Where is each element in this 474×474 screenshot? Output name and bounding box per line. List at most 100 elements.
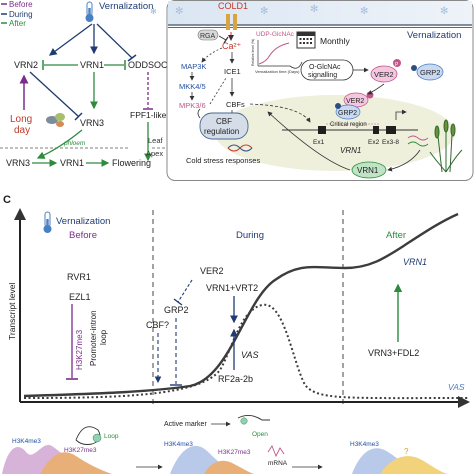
label-cbf-reg-2: regulation	[204, 127, 239, 136]
membrane-band	[168, 1, 472, 25]
svg-text:P: P	[395, 62, 399, 68]
arrow-phloem	[36, 129, 83, 159]
snowflake-icon: ✻	[175, 6, 183, 17]
ver2-protein	[370, 65, 398, 83]
label-cbf-reg-1: CBF	[216, 117, 232, 126]
label-ver2-top: VER2	[374, 70, 394, 79]
nucleus	[215, 95, 455, 171]
node-vrn3: VRN3	[80, 118, 104, 128]
exon-1	[318, 126, 326, 134]
label-vrn1-curve: VRN1	[403, 257, 427, 267]
label-open: Open	[252, 431, 268, 438]
label-ver2-nuc: VER2	[346, 98, 364, 105]
label-o-glcnac-2: signalling	[308, 72, 337, 79]
inhibit-hub-oddsoc2	[96, 23, 133, 59]
thermometer-icon	[43, 211, 52, 233]
label-map3k: MAP3K	[181, 62, 206, 71]
mini-chart-ylabel: Relative level (%)	[251, 39, 255, 66]
calendar-icon	[296, 31, 316, 49]
label-critical-region: Critical region	[330, 122, 367, 128]
rga-protein	[197, 29, 219, 41]
mini-chart-xlabel: Vernalization time (Days)	[255, 69, 300, 74]
label-h3k27me3-before: H3K27me3	[75, 329, 84, 370]
chromatin-strip: H3K4me3 H3K27me3 Loop Active marker Open…	[2, 415, 448, 474]
node-vrn3-apex: VRN3	[6, 158, 30, 168]
panel-b-vernalization: Vernalization	[407, 30, 461, 41]
label-during: During	[236, 230, 264, 241]
label-apex: Apex	[146, 149, 163, 158]
cbf-regulation-box	[199, 112, 249, 140]
label-vrn1-gene: VRN1	[340, 146, 361, 155]
chromatin-during-orange	[204, 460, 254, 474]
exon-2	[373, 126, 379, 134]
label-grp2-nuc: GRP2	[338, 110, 357, 117]
legend-after: After	[9, 19, 26, 28]
legend-during: During	[9, 10, 33, 19]
label-ex1: Ex1	[313, 139, 325, 146]
label-mrna: mRNA	[268, 460, 288, 467]
label-h3k4me3-right: H3K4me3	[350, 441, 379, 448]
label-vrn1-vrt2: VRN1+VRT2	[206, 283, 258, 293]
panel-c-letter: C	[3, 194, 11, 206]
label-ice1: ICE1	[224, 67, 241, 76]
node-vrn1-apex: VRN1	[60, 158, 84, 168]
legend-before: Before	[9, 0, 33, 9]
exon-3-8	[386, 126, 396, 134]
node-vrn2: VRN2	[14, 60, 38, 70]
mrna-icon	[267, 445, 285, 458]
snowflake-icon: ✻	[440, 6, 448, 17]
label-grp2-c: GRP2	[164, 305, 189, 315]
label-vrn1-protein: VRN1	[357, 166, 379, 175]
label-calcium: Ca²⁺	[222, 41, 242, 51]
label-loop: Loop	[104, 433, 119, 440]
label-mkk45: MKK4/5	[179, 82, 206, 91]
label-ex2: Ex2	[368, 139, 380, 146]
label-o-glcnac-1: O-GlcNAc	[309, 64, 341, 71]
label-promoter-intron-2: loop	[99, 329, 108, 345]
node-long-day-1: Long	[10, 114, 32, 125]
node-vrn1: VRN1	[80, 60, 104, 70]
label-monthly: Monthly	[320, 36, 351, 46]
vrn1-transcript-curve	[23, 212, 459, 398]
label-mpk36: MPK3/6	[179, 101, 206, 110]
node-flowering: Flowering	[112, 158, 151, 168]
snowflake-icon: ✻	[150, 7, 157, 16]
vrn1-protein	[351, 161, 387, 179]
node-long-day-2: day	[14, 125, 30, 136]
udp-glcnac-mini-chart: UDP-GlcNAc Relative level (%) Vernalizat…	[251, 31, 300, 74]
label-cold1: COLD1	[218, 1, 248, 11]
arrow-hub-vrn2	[48, 23, 93, 56]
phospho-mark	[393, 59, 401, 67]
label-vas-curve: VAS	[448, 382, 465, 392]
label-h3k4me3-left: H3K4me3	[12, 438, 41, 445]
label-grp2-top: GRP2	[420, 68, 440, 77]
label-active-marker: Active marker	[164, 421, 207, 428]
label-rvr1: RVR1	[67, 272, 91, 282]
chromatin-before-orange	[40, 452, 112, 474]
label-ex38: Ex3-8	[382, 139, 399, 146]
inhibit-vrn2-vrn3	[29, 71, 79, 117]
wheat-plant-icon	[429, 119, 463, 173]
open-chromatin-icon	[237, 415, 270, 421]
node-oddsoc2: ODDSOC2	[128, 60, 173, 70]
panel-a-title: Vernalization	[99, 1, 153, 12]
label-rf2: RF2a-2b	[218, 374, 253, 384]
label-leaf: Leaf	[148, 136, 164, 145]
label-vas-c: VAS	[241, 350, 259, 360]
thermometer-icon	[85, 1, 94, 22]
label-ver2-c: VER2	[200, 266, 224, 276]
snowflake-icon: ✻	[360, 6, 368, 17]
grp2-protein	[416, 63, 444, 81]
label-after: After	[386, 230, 406, 241]
label-promoter-intron-1: Promoter-intron	[89, 310, 98, 366]
label-h3k4me3-mid: H3K4me3	[164, 441, 193, 448]
label-cbfs: CBFs	[226, 100, 245, 109]
label-vrn3-fdl2: VRN3+FDL2	[368, 348, 419, 358]
label-phloem: phloem	[63, 140, 86, 147]
dna-icon	[227, 144, 253, 152]
label-before: Before	[69, 230, 97, 241]
panel-a: Before During After Vernalization ✻ VRN2…	[0, 0, 173, 168]
snowflake-icon: ✻	[310, 4, 318, 15]
y-axis-label: Transcript level	[7, 283, 17, 340]
protein-complex-icon	[46, 113, 65, 127]
